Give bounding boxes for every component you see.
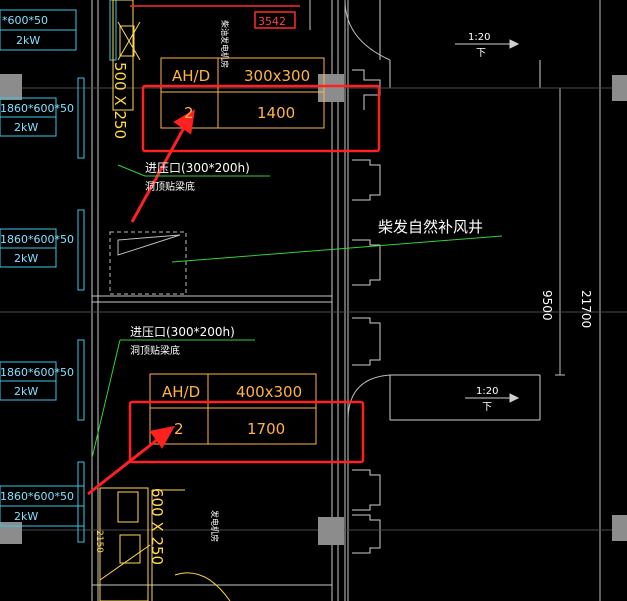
dim-inner: 9500	[540, 290, 554, 321]
air-table-bottom: AH/D 400x300 2 1700	[162, 383, 302, 438]
left-equipment-boxes	[0, 9, 85, 527]
stair-top-label: 1:20 下	[468, 32, 490, 59]
red-arrows	[87, 109, 195, 496]
air-table-top-frame	[160, 57, 325, 129]
equip-size-4: 1860*600*50	[0, 490, 74, 503]
equip-power-1: 2kW	[14, 121, 38, 134]
vent-opening	[109, 231, 187, 295]
grid-lines	[0, 87, 627, 531]
stair-bottom-scale: 1:20	[476, 386, 498, 397]
vent-bottom-line2: 洞顶贴梁底	[130, 344, 180, 357]
table-top-header-left: AH/D	[172, 67, 210, 85]
air-table-bottom-frame	[149, 373, 317, 445]
stair-arrows	[455, 39, 520, 403]
duct-size-bottom: 600 X 250	[148, 488, 166, 565]
vent-top-line2: 洞顶贴梁底	[145, 180, 195, 193]
table-bottom-header-right: 400x300	[236, 383, 302, 401]
air-table-top: AH/D 300x300 2 1400	[172, 67, 310, 122]
vent-label-top: 进压口(300*200h) 洞顶贴梁底	[145, 161, 250, 193]
duct-size-top: 500 X 250	[111, 62, 129, 139]
stair-bottom-dir: 下	[482, 402, 492, 413]
equip-power-2: 2kW	[14, 252, 38, 265]
columns	[0, 74, 627, 545]
stair-top-dir: 下	[476, 48, 486, 59]
equip-size-1: 1860*600*50	[0, 102, 74, 115]
equip-power-3: 2kW	[14, 385, 38, 398]
table-top-header-right: 300x300	[244, 67, 310, 85]
vent-top-line1: 进压口(300*200h)	[145, 161, 250, 175]
table-bottom-value-left: 2	[174, 420, 184, 438]
red-dimension-label: 3542	[258, 15, 286, 28]
equip-power-0: 2kW	[16, 34, 40, 47]
table-top-value-left: 2	[184, 104, 194, 122]
room-label-bottom: 发电机房	[210, 510, 220, 542]
equip-size-3: 1860*600*50	[0, 366, 74, 379]
table-bottom-value-right: 1700	[247, 420, 285, 438]
shaft-label: 柴发自然补风井	[378, 218, 483, 236]
equip-size-0: *600*50	[2, 14, 48, 27]
left-equipment-labels: *600*50 2kW 1860*600*50 2kW 1860*600*50 …	[0, 14, 74, 523]
vent-bottom-line1: 进压口(300*200h)	[130, 325, 235, 339]
red-dimension-top	[130, 5, 300, 29]
small-dimension: 2150	[94, 530, 104, 553]
stair-bottom-label: 1:20 下	[476, 386, 498, 413]
cyan-strip	[77, 0, 117, 543]
duct-bottom	[99, 487, 231, 601]
green-leaders	[91, 164, 503, 459]
highlight-boxes	[128, 84, 381, 464]
wall-lines	[91, 0, 349, 601]
duct-top	[112, 0, 141, 111]
vent-label-bottom: 进压口(300*200h) 洞顶贴梁底	[130, 325, 235, 357]
table-bottom-header-left: AH/D	[162, 383, 200, 401]
right-column-profile	[344, 0, 601, 601]
equip-power-4: 2kW	[14, 510, 38, 523]
equip-size-2: 1860*600*50	[0, 233, 74, 246]
table-top-value-right: 1400	[257, 104, 295, 122]
room-label-top: 柴油发电机房	[220, 20, 230, 68]
stair-top-scale: 1:20	[468, 32, 490, 43]
dim-outer: 21700	[579, 290, 593, 328]
